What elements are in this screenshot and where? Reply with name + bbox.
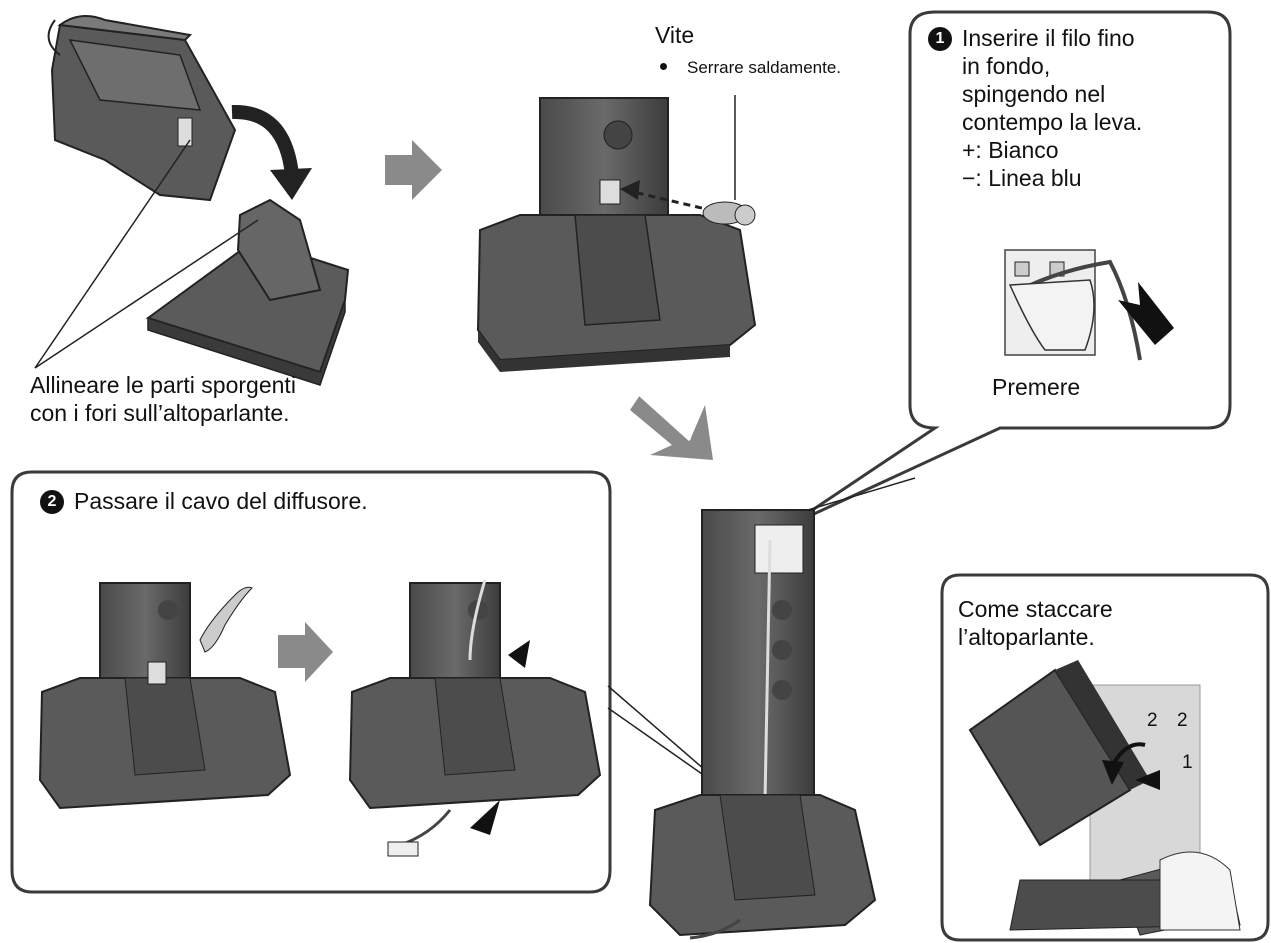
bullet-icon [660,63,667,70]
tall-stand-illustration [648,509,877,940]
arrow-right-icon [278,622,333,682]
terminal-illustration [1004,249,1174,361]
step1-line-2: in fondo, [962,53,1051,80]
screw-note: Serrare saldamente. [660,58,841,78]
step1-line-4: contempo la leva. [962,109,1143,136]
stand-cable-illustration-1 [38,582,292,810]
detach-title-line1: Come staccare [958,596,1113,622]
screw-title: Vite [655,22,695,48]
arrow-down-icon [630,393,713,460]
premere-label: Premere [992,374,1081,400]
stand-cable-illustration-2 [348,579,602,857]
align-caption-line2: con i fori sull’altoparlante. [30,400,290,426]
step1-line-6: −: Linea blu [962,165,1082,192]
detach-title-line2: l’altoparlante. [958,624,1095,650]
speaker-bottom-illustration [47,15,237,202]
leader-line [34,139,191,369]
arrow-icon [1118,282,1174,345]
align-caption-line1: Allineare le parti sporgenti [30,372,296,398]
arrow-right-icon [385,140,442,200]
step1-line-5: +: Bianco [962,137,1059,164]
step1-number-badge: 1 [928,27,952,51]
screw-stand-illustration [476,97,757,372]
detach-mark-2a: 2 [1147,710,1158,731]
detach-mark-2b: 2 [1177,710,1188,731]
step2-number-badge: 2 [40,490,64,514]
detach-illustration [968,660,1241,936]
step1-line-3: spingendo nel [962,81,1106,108]
detach-mark-1: 1 [1182,752,1193,773]
base-illustration-1 [145,198,350,386]
curved-arrow-icon [231,104,312,200]
leader-line [34,219,259,369]
